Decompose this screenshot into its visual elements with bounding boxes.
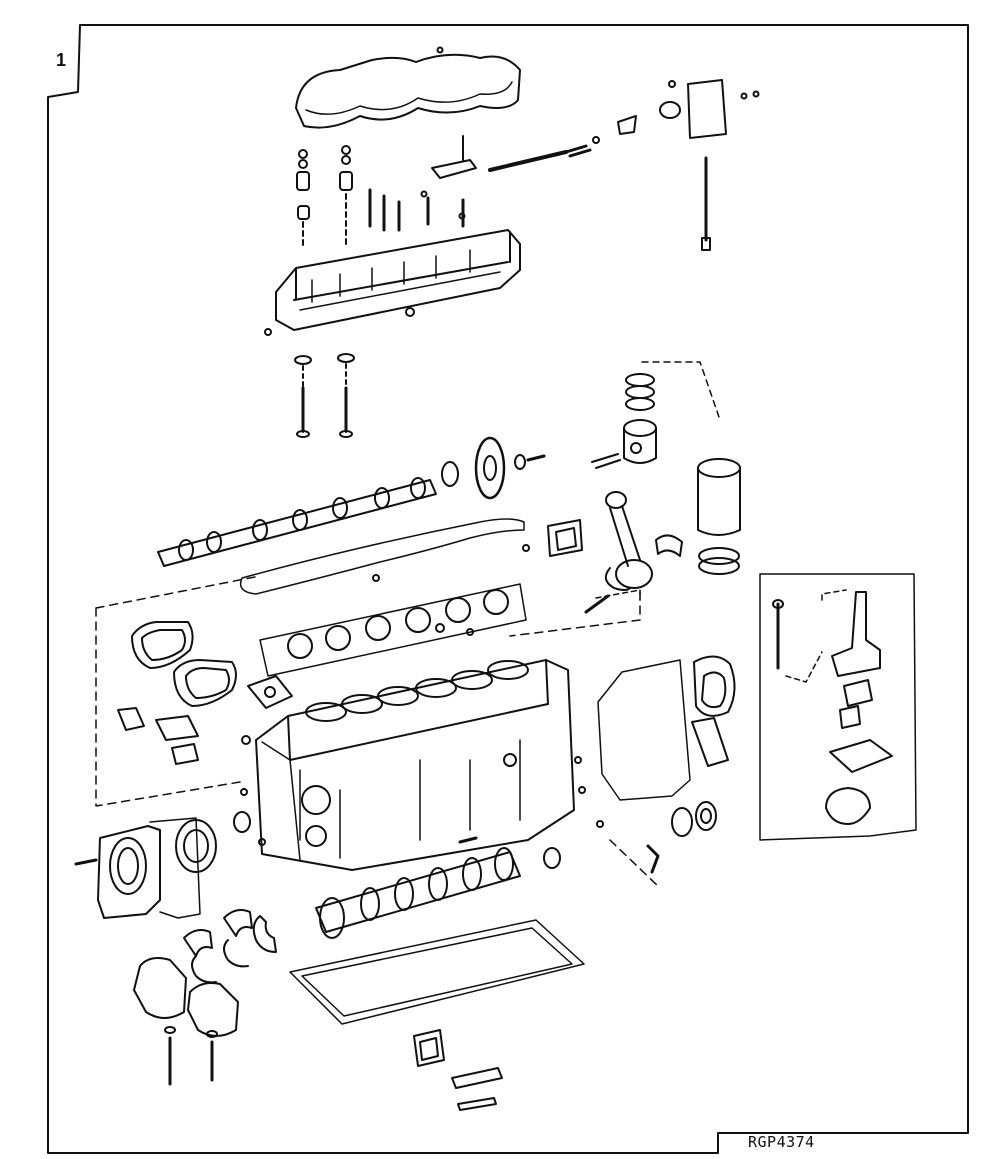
figure-reference: RGP4374 [748,1133,815,1151]
head-bolts [368,188,465,232]
thermostat-housing [659,79,760,251]
front-oil-seal [646,801,717,874]
callout-number: 1 [56,50,67,70]
crankshaft [315,836,561,939]
valve-cover [295,46,521,129]
side-cover-gaskets [131,621,237,707]
rocker-cover-gasket [239,518,525,595]
valves [294,353,355,438]
small-hardware [240,190,604,846]
camshaft [157,461,459,567]
camshaft-gear [474,436,546,500]
main-bearings [183,909,277,984]
cylinder-liner [697,458,741,575]
piston-assembly [591,361,721,469]
oil-pump-inset [759,573,917,841]
head-gasket [259,583,527,677]
oil-fill-adapter [117,675,293,765]
front-plate-gasket [547,519,583,557]
oil-pan-gasket [289,919,585,1025]
lower-gaskets [413,1029,503,1111]
cylinder-head [264,229,521,336]
rear-seal-housing [74,811,251,919]
connecting-rod [584,491,683,614]
assembly-guide-lines [95,575,661,889]
main-bearing-caps [133,957,239,1086]
valve-springs [296,145,353,247]
timing-gear-cover [597,655,736,801]
cylinder-block [255,659,575,871]
page-frame [47,24,969,1154]
rocker-shaft-parts [431,115,637,179]
